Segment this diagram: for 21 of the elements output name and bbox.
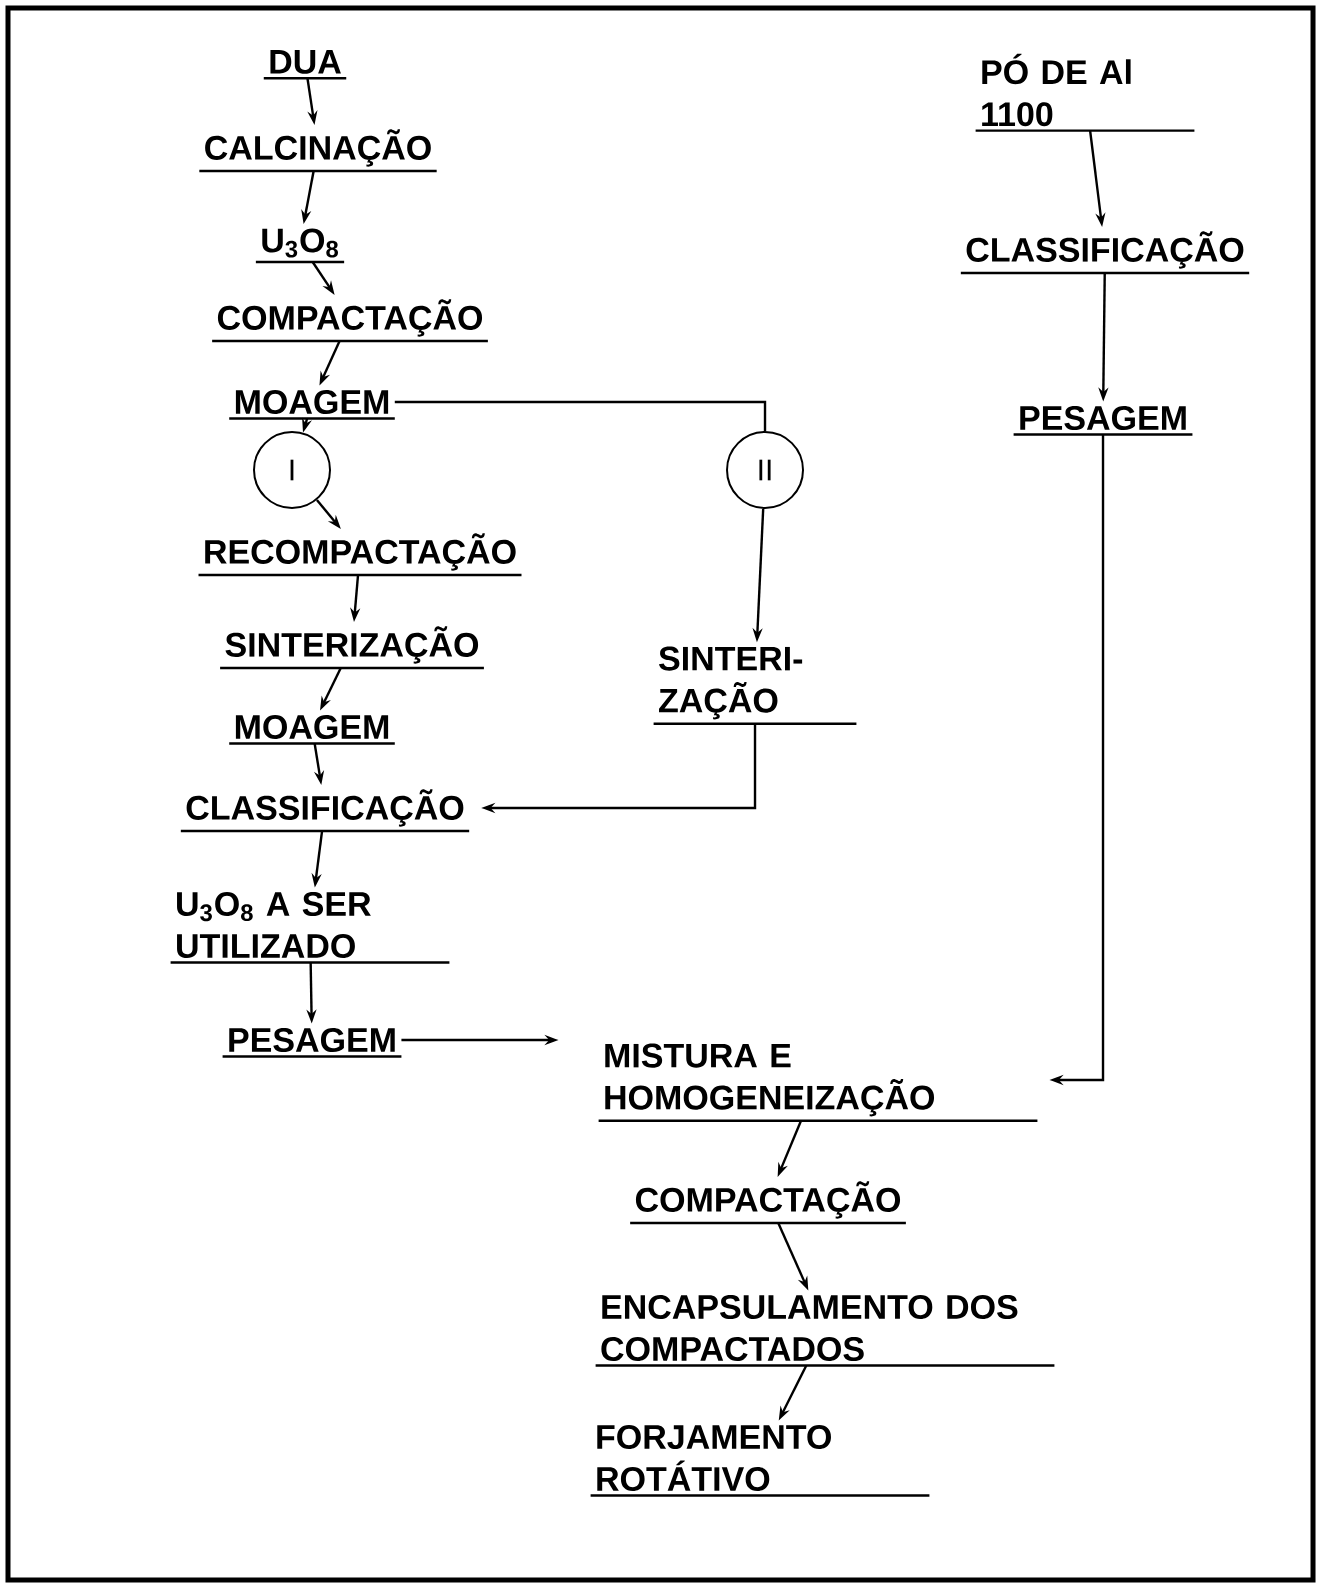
- underlined-step: PÓ DE Al 1100: [975, 53, 1195, 132]
- underlined-step: CLASSIFICAÇÃO: [180, 789, 470, 833]
- underlined-step: U$_{3}$O$_{8}$ A SER UTILIZADO: [170, 891, 450, 964]
- underlined-step: COMPACTAÇÃO: [212, 299, 488, 343]
- underlined-step: MISTURA E HOMOGENEIZAÇÃO: [598, 1043, 1038, 1122]
- underlined-step: PESAGEM: [1013, 405, 1193, 436]
- circled-numeral: I: [253, 431, 331, 509]
- underlined-step: CLASSIFICAÇÃO: [960, 231, 1250, 275]
- underlined-step: PESAGEM: [222, 1027, 402, 1058]
- underlined-step: MOAGEM: [229, 714, 395, 745]
- underlined-step: RECOMPACTAÇÃO: [198, 533, 522, 577]
- underlined-step: FORJAMENTO ROTÁTIVO: [590, 1425, 930, 1497]
- circled-numeral: II: [726, 431, 804, 509]
- underlined-step: SINTERIZAÇÃO: [220, 626, 484, 670]
- underlined-step: DUA: [263, 50, 347, 80]
- underlined-step: MOAGEM: [229, 389, 395, 420]
- underlined-step: SINTERI- ZAÇÃO: [653, 646, 857, 725]
- underlined-step: CALCINAÇÃO: [199, 129, 437, 173]
- underlined-step: COMPACTAÇÃO: [630, 1181, 906, 1225]
- underlined-step: ENCAPSULAMENTO DOS COMPACTADOS: [595, 1294, 1055, 1367]
- underlined-step: U$_{3}$O$_{8}$: [255, 228, 345, 264]
